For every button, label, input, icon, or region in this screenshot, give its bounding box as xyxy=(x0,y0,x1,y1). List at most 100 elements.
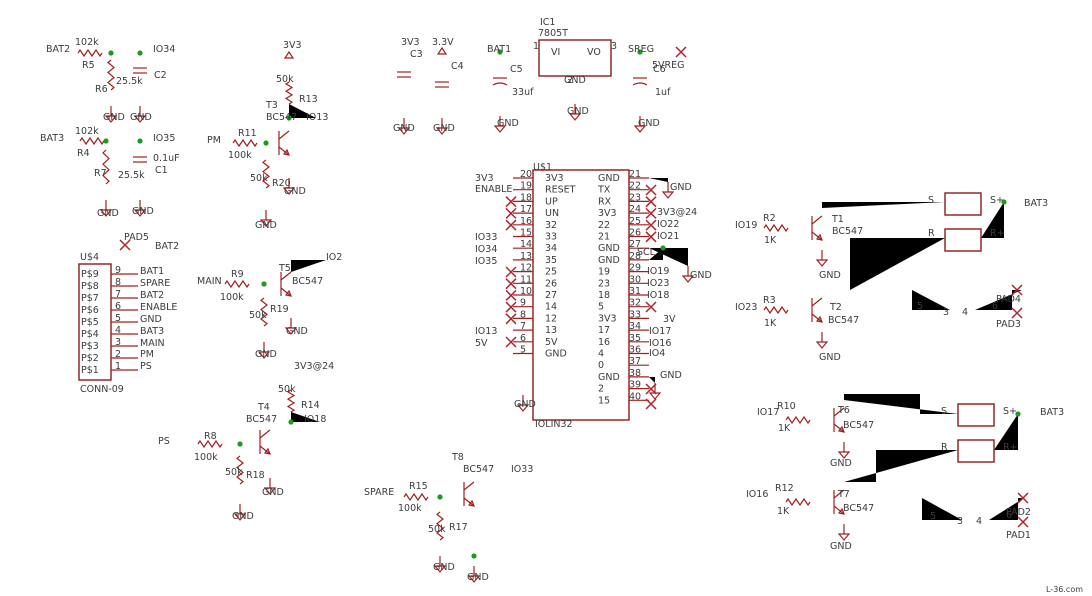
label: GND xyxy=(830,458,852,469)
connector-pin-number: 5 xyxy=(115,313,121,324)
junction xyxy=(288,419,294,425)
pin-name-left: 34 xyxy=(545,243,557,254)
label: BAT2 xyxy=(46,44,70,55)
pin-number-right: 25 xyxy=(629,216,641,227)
wire xyxy=(989,498,1024,520)
pin-name-right: 23 xyxy=(598,278,610,289)
label: IO34 xyxy=(153,44,175,55)
resistor xyxy=(236,455,244,485)
label: GND xyxy=(140,314,162,325)
pin-name-left: 32 xyxy=(545,220,557,231)
junction xyxy=(108,50,114,56)
label: T4 xyxy=(257,402,270,413)
pin-name-left: 13 xyxy=(545,325,557,336)
transistor xyxy=(463,481,475,491)
label: MAIN xyxy=(197,276,222,287)
label: IO33 xyxy=(475,232,497,243)
ground-symbol xyxy=(661,191,675,199)
label: C2 xyxy=(154,70,167,81)
label: PS xyxy=(140,361,152,372)
label: GND xyxy=(564,75,586,86)
pin-name-left: 26 xyxy=(545,278,557,289)
label: PM xyxy=(140,349,154,360)
label: IO35 xyxy=(153,133,175,144)
pin-name-right: GND xyxy=(598,243,620,254)
transistor xyxy=(259,445,271,455)
ground-symbol xyxy=(568,113,582,121)
label: R6 xyxy=(95,84,108,95)
transistor xyxy=(467,499,475,507)
label: VO xyxy=(587,47,601,58)
transistor xyxy=(278,146,290,156)
watermark: L-36.com xyxy=(1046,585,1083,594)
transistor xyxy=(282,148,290,156)
transistor xyxy=(811,231,823,241)
pin-number-right: 29 xyxy=(629,263,641,274)
pin-number-left: 8 xyxy=(520,309,526,320)
label: 50k xyxy=(225,467,243,478)
transistor xyxy=(837,425,845,433)
pin-number-left: 12 xyxy=(520,263,532,274)
no-connect-mark xyxy=(505,313,517,325)
label: S xyxy=(941,406,947,417)
label: R20 xyxy=(272,178,291,189)
pin-name-left: 5V xyxy=(545,337,558,348)
ground-symbol xyxy=(282,187,296,195)
components xyxy=(77,39,1029,583)
resistor xyxy=(403,492,429,502)
pin-number-right: 40 xyxy=(629,391,641,402)
pin-name-left: 25 xyxy=(545,267,557,278)
label: R2 xyxy=(763,213,776,224)
transistor xyxy=(833,489,845,499)
label: CONN-09 xyxy=(80,384,124,395)
ground-symbol xyxy=(259,219,273,227)
pin-name-right: 4 xyxy=(598,349,604,360)
resistor xyxy=(77,48,103,58)
label: R8 xyxy=(204,431,217,442)
label: 6 xyxy=(1006,510,1012,521)
pin-name-left: 35 xyxy=(545,255,557,266)
pin-name-left: GND xyxy=(545,349,567,360)
label: IO13 xyxy=(306,112,328,123)
label: BAT3 xyxy=(40,133,64,144)
no-connect-mark xyxy=(645,301,657,313)
wire xyxy=(844,394,958,414)
pin-name-left: 14 xyxy=(545,302,557,313)
no-connect-mark xyxy=(645,383,657,395)
pin-name-right: 5 xyxy=(598,302,604,313)
transistor xyxy=(463,497,475,507)
connector-pin-name: P$1 xyxy=(81,365,99,376)
connector-pin-name: P$6 xyxy=(81,305,99,316)
transistor xyxy=(280,287,292,297)
label: R15 xyxy=(409,481,428,492)
wire xyxy=(994,414,1018,450)
label: T8 xyxy=(451,452,464,463)
ground-symbol xyxy=(133,115,147,123)
no-connect-mark xyxy=(1011,307,1023,319)
ground-symbol xyxy=(435,127,449,135)
no-connect-mark xyxy=(645,231,657,243)
pin-name-right: 22 xyxy=(598,220,610,231)
no-connect-mark xyxy=(505,278,517,290)
no-connect-mark xyxy=(645,196,657,208)
label: IO33 xyxy=(511,464,533,475)
no-connect-mark xyxy=(675,46,687,58)
label: R9 xyxy=(231,269,244,280)
junction xyxy=(660,245,666,251)
label: C4 xyxy=(451,61,464,72)
label: C5 xyxy=(510,64,523,75)
ground-symbol xyxy=(815,259,829,267)
no-connect-mark xyxy=(505,207,517,219)
label: R19 xyxy=(270,304,289,315)
label: BAT2 xyxy=(155,241,179,252)
pin-name-right: 3V3 xyxy=(598,313,617,324)
pin-name-left: UP xyxy=(545,196,558,207)
label: S xyxy=(928,195,934,206)
label: 3V3 xyxy=(475,173,494,184)
resistor xyxy=(197,439,223,449)
label: C6 xyxy=(653,64,666,75)
label: BC547 xyxy=(832,226,863,237)
pin-number-left: 9 xyxy=(520,298,526,309)
connector-pin-name: P$9 xyxy=(81,269,99,280)
connector-pin-number: 7 xyxy=(115,289,121,300)
